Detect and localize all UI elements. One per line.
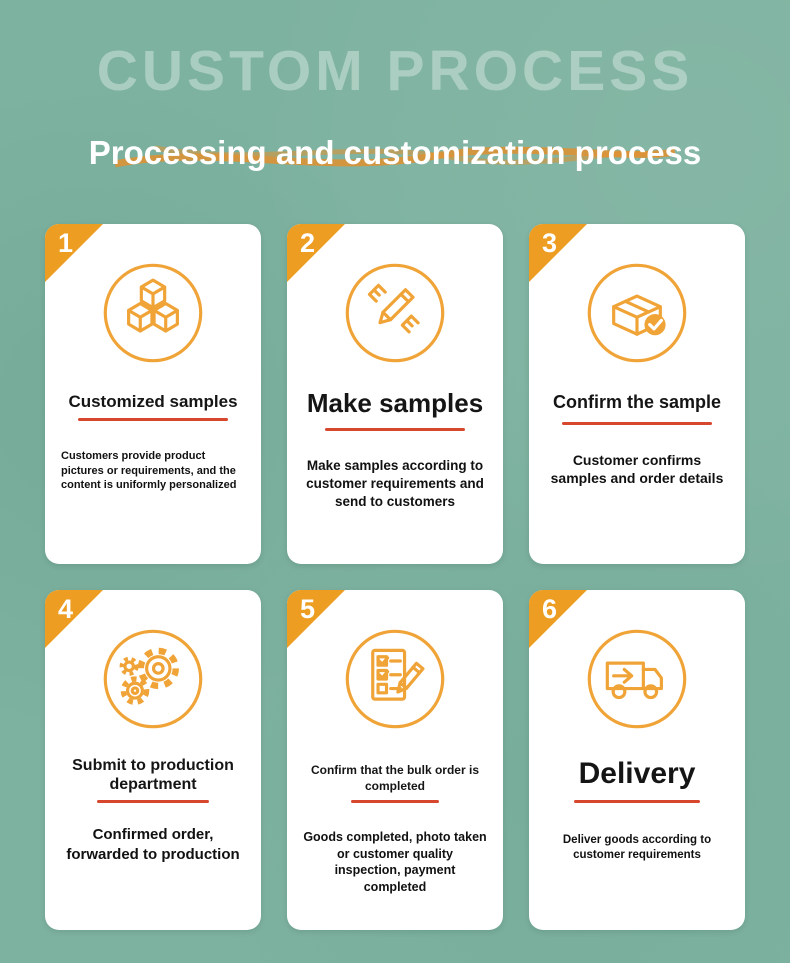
step-title: Make samples	[306, 388, 484, 418]
step-description: Customer confirms samples and order deta…	[550, 451, 724, 487]
step-description: Confirmed order, forwarded to production	[66, 826, 240, 864]
step-card-6: 6 Delivery Deliver goods according to cu…	[529, 590, 745, 930]
step-card-3: 3 Confirm the sample Customer confirms s…	[529, 224, 745, 564]
corner-ribbon	[45, 590, 103, 648]
step-number: 1	[58, 228, 74, 258]
page-heading: Processing and customization process	[88, 134, 702, 171]
pencil-ruler-icon	[342, 260, 448, 366]
heading-brush-stroke	[114, 145, 676, 168]
bottom-border-strip	[0, 963, 790, 975]
step-title: Customized samples	[68, 392, 238, 411]
step-number: 4	[58, 594, 74, 624]
truck-icon	[584, 626, 690, 732]
corner-ribbon	[529, 224, 587, 282]
step-description: Deliver goods according to customer requ…	[562, 834, 712, 862]
corner-ribbon	[287, 224, 345, 282]
step-card-2: 2 Make samples	[287, 224, 503, 564]
step-number: 5	[300, 594, 316, 624]
corner-ribbon	[529, 590, 587, 648]
step-title: Confirm that the bulk order is completed	[310, 763, 479, 794]
watermark-title: CUSTOM PROCESS	[96, 39, 694, 103]
cubes-icon	[100, 260, 206, 366]
step-number: 2	[300, 228, 316, 258]
title-underline	[351, 800, 439, 804]
steps-grid: 1 Customized samples Customers provide p…	[45, 224, 745, 930]
step-number: 3	[542, 228, 558, 258]
corner-ribbon	[45, 224, 103, 282]
checklist-pencil-icon	[342, 626, 448, 732]
gears-icon	[100, 626, 206, 732]
step-description: Make samples according to customer requi…	[306, 458, 484, 509]
title-underline	[78, 418, 228, 422]
step-title: Confirm the sample	[552, 392, 722, 412]
step-description: Customers provide product pictures or re…	[61, 450, 237, 492]
step-number: 6	[542, 594, 558, 624]
step-card-4: 4 Submit to production department Confir…	[45, 590, 261, 930]
title-underline	[574, 800, 700, 803]
step-title: Delivery	[578, 757, 696, 790]
corner-ribbon	[287, 590, 345, 648]
title-underline	[97, 800, 209, 804]
title-underline	[562, 421, 712, 425]
title-underline	[325, 428, 465, 432]
package-check-icon	[584, 260, 690, 366]
step-title: Submit to production department	[72, 757, 234, 794]
step-description: Goods completed, photo taken or customer…	[303, 830, 487, 894]
step-card-5: 5 Confirm tha	[287, 590, 503, 930]
step-card-1: 1 Customized samples Customers provide p…	[45, 224, 261, 564]
